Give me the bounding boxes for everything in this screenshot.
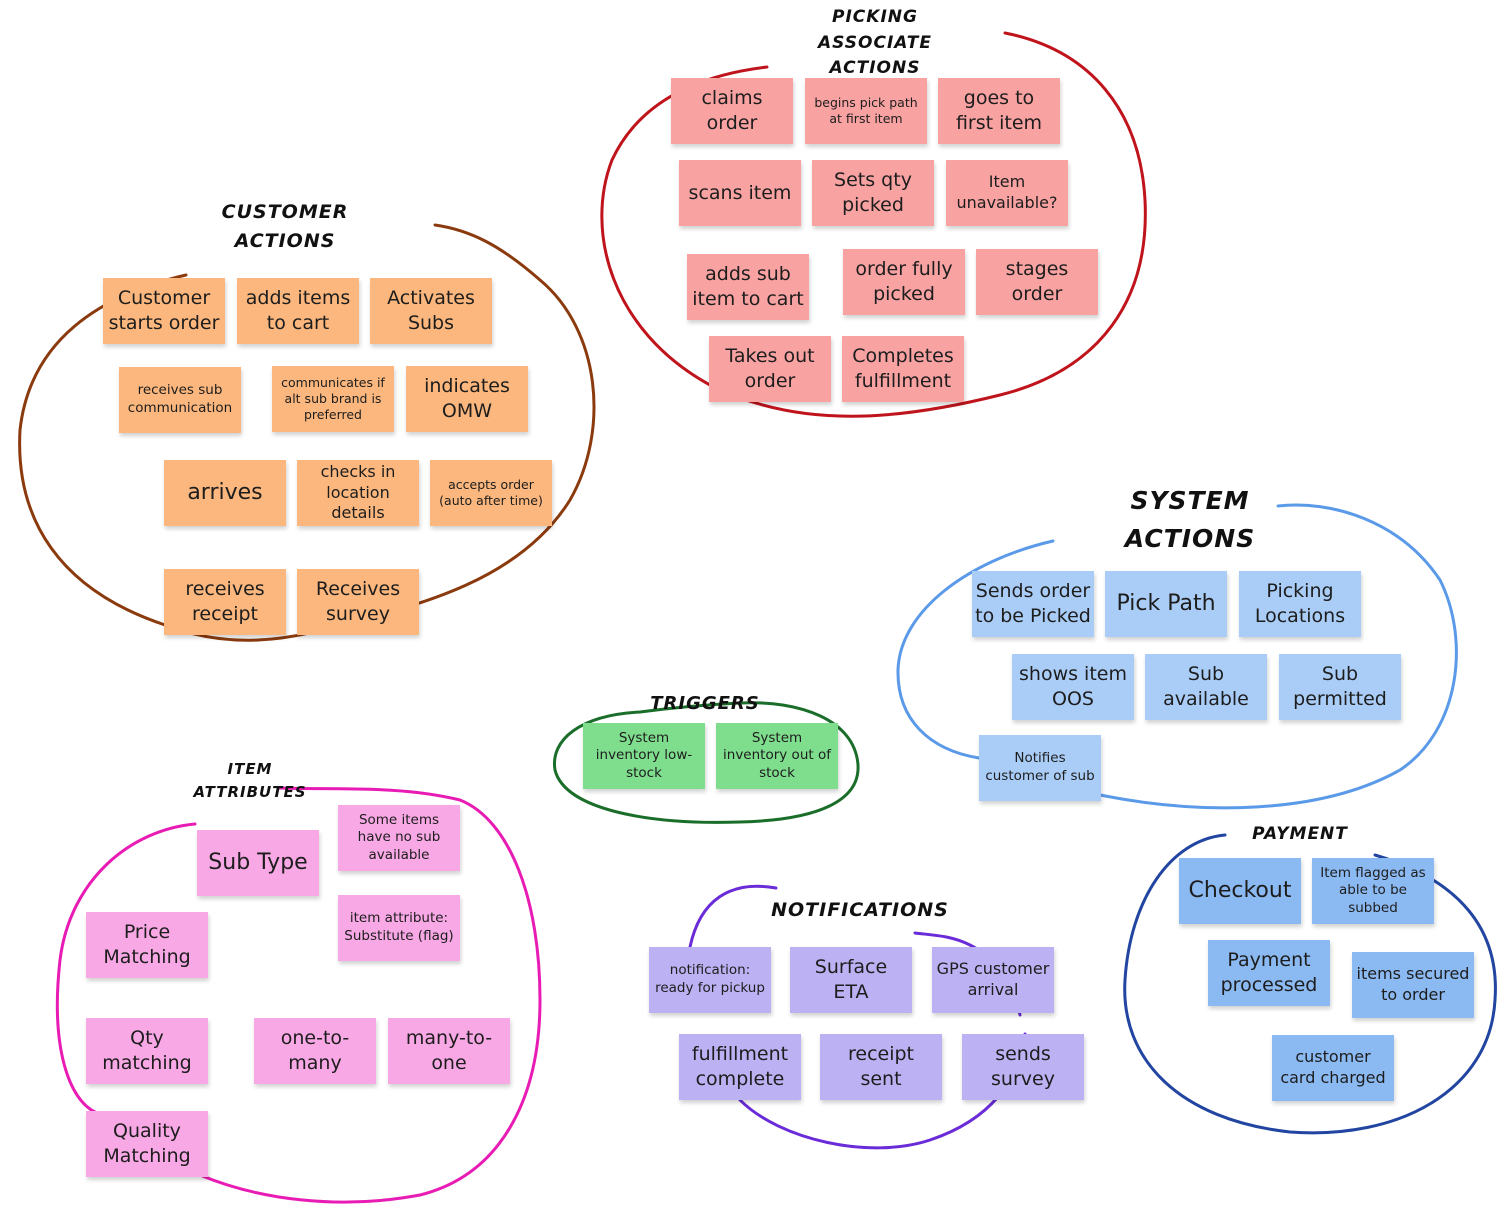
triggers-loop bbox=[552, 701, 860, 824]
system-sticky-note[interactable]: shows item OOS bbox=[1012, 654, 1134, 720]
customer-group-heading: Customer Actions bbox=[221, 201, 349, 252]
picking-sticky-note[interactable]: scans item bbox=[679, 160, 801, 226]
item-sticky-note[interactable]: Price Matching bbox=[86, 912, 208, 978]
customer-sticky-note[interactable]: indicates OMW bbox=[406, 366, 528, 432]
payment-loop bbox=[1123, 833, 1497, 1135]
customer-sticky-note[interactable]: communicates if alt sub brand is preferr… bbox=[272, 366, 394, 432]
picking-sticky-note[interactable]: begins pick path at first item bbox=[805, 78, 927, 144]
customer-sticky-note[interactable]: receives sub communication bbox=[119, 367, 241, 433]
item-sticky-note[interactable]: item attribute: Substitute (flag) bbox=[338, 895, 460, 961]
system-sticky-note[interactable]: Pick Path bbox=[1105, 571, 1227, 637]
picking-sticky-note[interactable]: Sets qty picked bbox=[812, 160, 934, 226]
notifications-loop bbox=[688, 884, 1027, 1150]
picking-sticky-note[interactable]: adds sub item to cart bbox=[687, 254, 809, 320]
payment-sticky-note[interactable]: customer card charged bbox=[1272, 1035, 1394, 1101]
system-sticky-note[interactable]: Notifies customer of sub bbox=[979, 735, 1101, 801]
picking-sticky-note[interactable]: Completes fulfillment bbox=[842, 336, 964, 402]
notifications-sticky-note[interactable]: receipt sent bbox=[820, 1034, 942, 1100]
customer-sticky-note[interactable]: arrives bbox=[164, 460, 286, 526]
notifications-sticky-note[interactable]: sends survey bbox=[962, 1034, 1084, 1100]
customer-sticky-note[interactable]: adds items to cart bbox=[237, 278, 359, 344]
item-sticky-note[interactable]: Sub Type bbox=[197, 830, 319, 896]
picking-group-heading: Picking Associate Actions bbox=[817, 7, 933, 78]
system-sticky-note[interactable]: Sub permitted bbox=[1279, 654, 1401, 720]
picking-sticky-note[interactable]: Item unavailable? bbox=[946, 160, 1068, 226]
item-sticky-note[interactable]: Some items have no sub available bbox=[338, 805, 460, 871]
picking-sticky-note[interactable]: Takes out order bbox=[709, 336, 831, 402]
picking-sticky-note[interactable]: order fully picked bbox=[843, 249, 965, 315]
payment-group-heading: Payment bbox=[1252, 824, 1348, 844]
notifications-sticky-note[interactable]: fulfillment complete bbox=[679, 1034, 801, 1100]
system-sticky-note[interactable]: Sends order to be Picked bbox=[972, 571, 1094, 637]
triggers-group-heading: Triggers bbox=[650, 693, 760, 714]
payment-sticky-note[interactable]: items secured to order bbox=[1352, 952, 1474, 1018]
item-sticky-note[interactable]: Qty matching bbox=[86, 1018, 208, 1084]
payment-sticky-note[interactable]: Item flagged as able to be subbed bbox=[1312, 858, 1434, 924]
customer-sticky-note[interactable]: receives receipt bbox=[164, 569, 286, 635]
item-sticky-note[interactable]: one-to- many bbox=[254, 1018, 376, 1084]
notifications-group-heading: Notifications bbox=[771, 899, 949, 921]
system-group-heading: System Actions bbox=[1124, 486, 1256, 553]
customer-sticky-note[interactable]: accepts order (auto after time) bbox=[430, 460, 552, 526]
picking-loop bbox=[600, 31, 1147, 418]
system-sticky-note[interactable]: Picking Locations bbox=[1239, 571, 1361, 637]
customer-sticky-note[interactable]: Activates Subs bbox=[370, 278, 492, 344]
triggers-sticky-note[interactable]: System inventory low- stock bbox=[583, 723, 705, 789]
picking-sticky-note[interactable]: claims order bbox=[671, 78, 793, 144]
customer-sticky-note[interactable]: Receives survey bbox=[297, 569, 419, 635]
item-sticky-note[interactable]: many-to- one bbox=[388, 1018, 510, 1084]
system-loop bbox=[896, 503, 1458, 810]
notifications-sticky-note[interactable]: Surface ETA bbox=[790, 947, 912, 1013]
picking-sticky-note[interactable]: goes to first item bbox=[938, 78, 1060, 144]
customer-sticky-note[interactable]: checks in location details bbox=[297, 460, 419, 526]
notifications-sticky-note[interactable]: notification: ready for pickup bbox=[649, 947, 771, 1013]
picking-sticky-note[interactable]: stages order bbox=[976, 249, 1098, 315]
payment-sticky-note[interactable]: Payment processed bbox=[1208, 940, 1330, 1006]
customer-sticky-note[interactable]: Customer starts order bbox=[103, 278, 225, 344]
triggers-sticky-note[interactable]: System inventory out of stock bbox=[716, 723, 838, 789]
notifications-sticky-note[interactable]: GPS customer arrival bbox=[932, 947, 1054, 1013]
item-group-heading: Item Attributes bbox=[193, 760, 307, 801]
item-sticky-note[interactable]: Quality Matching bbox=[86, 1111, 208, 1177]
payment-sticky-note[interactable]: Checkout bbox=[1179, 858, 1301, 924]
item-loop bbox=[55, 786, 542, 1204]
system-sticky-note[interactable]: Sub available bbox=[1145, 654, 1267, 720]
